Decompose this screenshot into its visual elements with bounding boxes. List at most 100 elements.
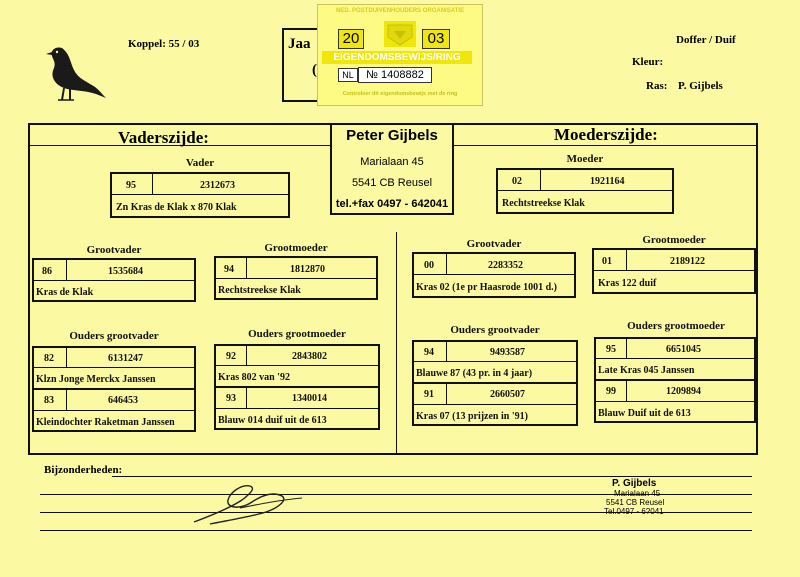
remarks-label: Bijzonderheden:	[44, 464, 123, 476]
jaar-partial-glyph: (	[312, 62, 317, 78]
moeder-box-split	[540, 168, 541, 190]
kleur-label: Kleur:	[632, 56, 664, 68]
koppel-label: Koppel: 55 / 03	[128, 38, 200, 50]
m-grootvader-split	[446, 252, 447, 274]
m-ouders-gv-bottom-year: 91	[424, 389, 434, 400]
v-ouders-gm-top-desc: Kras 802 van '92	[218, 372, 290, 383]
ras-label: Ras:	[646, 80, 668, 92]
breeder-phone: tel.+fax 0497 - 642041	[335, 198, 449, 210]
v-ouders-gv-line3	[32, 410, 196, 411]
v-grootvader-divider	[32, 280, 196, 281]
m-ouders-gm-split1	[626, 337, 627, 358]
m-grootmoeder-label: Grootmoeder	[642, 234, 706, 246]
v-ouders-gv-bottom-year: 83	[44, 395, 54, 406]
m-grootvader-year: 00	[424, 260, 434, 271]
v-ouders-gv-top-desc: Klzn Jonge Merckx Janssen	[36, 374, 156, 385]
v-ouders-gm-bottom-year: 93	[226, 393, 236, 404]
m-grootvader-divider	[412, 274, 576, 275]
m-grootmoeder-desc: Kras 122 duif	[598, 278, 657, 289]
sticker-footer: Controleer dit eigendomsbewijs met de ri…	[342, 91, 458, 97]
m-ouders-gv-line1	[412, 361, 578, 362]
v-ouders-gv-label: Ouders grootvader	[69, 330, 159, 342]
vader-box	[110, 172, 290, 218]
sticker-year-right: 03	[422, 29, 450, 49]
doffer-duif-label: Doffer / Duif	[676, 34, 736, 46]
moeder-label: Moeder	[566, 153, 604, 165]
v-grootvader-year: 86	[42, 266, 52, 277]
vader-desc: Zn Kras de Klak x 870 Klak	[116, 202, 237, 213]
mother-side-heading: Moederszijde:	[554, 125, 658, 144]
moeder-box	[496, 168, 674, 214]
v-grootvader-label: Grootvader	[86, 244, 142, 256]
vader-ring: 2312673	[200, 180, 235, 191]
v-ouders-gm-line1	[214, 365, 380, 366]
breeder-box	[330, 123, 454, 215]
m-ouders-gv-top-ring: 9493587	[490, 347, 525, 358]
m-ouders-gm-bottom-desc: Blauw Duif uit de 613	[598, 408, 691, 419]
v-ouders-gv-bottom-desc: Kleindochter Raketman Janssen	[36, 417, 175, 428]
stamp-street: Marialaan 45	[614, 489, 661, 498]
father-side-heading: Vaderszijde:	[118, 128, 209, 147]
m-ouders-gv-split1	[446, 340, 447, 361]
remarks-line-3	[40, 512, 752, 513]
m-ouders-gm-top-year: 95	[606, 344, 616, 355]
moeder-year: 02	[512, 176, 522, 187]
m-ouders-gm-line3	[594, 401, 756, 402]
v-ouders-gm-line2	[214, 386, 380, 388]
crest-icon	[384, 21, 416, 47]
v-grootvader-ring: 1535684	[108, 266, 143, 277]
m-ouders-gv-top-year: 94	[424, 347, 434, 358]
ras-value: P. Gijbels	[678, 80, 723, 92]
left-header-line	[28, 145, 330, 146]
v-ouders-gm-split2	[246, 386, 247, 408]
sticker-country: NL	[338, 68, 358, 82]
m-ouders-gm-line2	[594, 379, 756, 381]
m-grootmoeder-year: 01	[602, 256, 612, 267]
v-ouders-gv-bottom-ring: 646453	[108, 395, 138, 406]
m-ouders-gm-line1	[594, 358, 756, 359]
m-ouders-gv-bottom-desc: Kras 07 (13 prijzen in '91)	[416, 411, 528, 422]
v-grootmoeder-year: 94	[224, 264, 234, 275]
v-ouders-gm-bottom-ring: 1340014	[292, 393, 327, 404]
v-grootmoeder-desc: Rechtstreekse Klak	[218, 285, 301, 296]
m-grootvader-box	[412, 252, 576, 298]
v-ouders-gv-line1	[32, 367, 196, 368]
breeder-name: Peter Gijbels	[346, 127, 438, 144]
sticker-number: № 1408882	[358, 67, 432, 83]
v-ouders-gm-top-ring: 2843802	[292, 351, 327, 362]
moeder-box-divider	[496, 190, 674, 191]
v-grootmoeder-label: Grootmoeder	[264, 242, 328, 254]
moeder-ring: 1921164	[590, 176, 625, 187]
remarks-line-1	[112, 476, 752, 477]
v-grootmoeder-split	[246, 256, 247, 278]
ownership-sticker: NED. POSTDUIVENHOUDERS ORGANISATIE 20 03…	[317, 4, 483, 106]
m-ouders-gm-bottom-year: 99	[606, 386, 616, 397]
vader-box-divider	[110, 194, 290, 195]
m-ouders-gm-split2	[626, 379, 627, 401]
m-grootvader-desc: Kras 02 (1e pr Haasrode 1001 d.)	[416, 282, 558, 293]
m-ouders-gv-line2	[412, 382, 578, 384]
v-grootmoeder-divider	[214, 278, 378, 279]
m-ouders-gm-bottom-ring: 1209894	[666, 386, 701, 397]
m-grootmoeder-ring: 2189122	[670, 256, 705, 267]
stamp-phone: Tel.0497 - 6?041	[604, 507, 664, 516]
m-ouders-gv-bottom-ring: 2660507	[490, 389, 525, 400]
m-grootmoeder-box	[592, 248, 756, 294]
v-ouders-gv-top-ring: 6131247	[108, 353, 143, 364]
v-ouders-gv-top-year: 82	[44, 353, 54, 364]
v-ouders-gv-split2	[66, 388, 67, 410]
v-ouders-gm-line3	[214, 408, 380, 409]
moeder-desc: Rechtstreekse Klak	[502, 198, 585, 209]
m-ouders-gv-split2	[446, 382, 447, 404]
v-ouders-gm-top-year: 92	[226, 351, 236, 362]
v-ouders-gm-label: Ouders grootmoeder	[248, 328, 346, 340]
sticker-title: EIGENDOMSBEWIJS/RING	[322, 51, 472, 64]
v-grootmoeder-ring: 1812870	[290, 264, 325, 275]
vader-label: Vader	[185, 157, 215, 169]
v-grootvader-split	[66, 258, 67, 280]
m-grootmoeder-split	[626, 248, 627, 270]
sticker-year-left: 20	[338, 29, 364, 49]
jaar-label: Jaa	[288, 36, 311, 52]
signature-icon	[193, 485, 303, 525]
